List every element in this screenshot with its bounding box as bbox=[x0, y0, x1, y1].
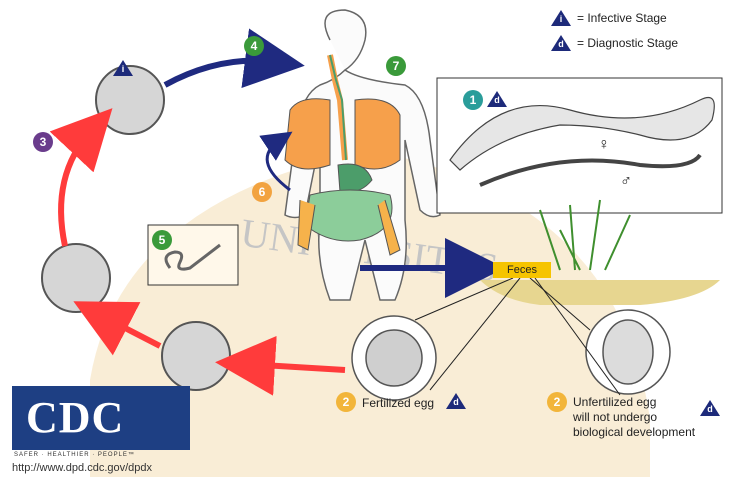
unfertilized-diagnostic-icon: d bbox=[700, 400, 720, 416]
unfertilized-line-3: biological development bbox=[573, 425, 695, 439]
fertilized-egg bbox=[366, 330, 422, 386]
source-url[interactable]: http://www.dpd.cdc.gov/dpdx bbox=[12, 462, 152, 474]
unfertilized-egg bbox=[603, 320, 653, 384]
step-2-unfertilized-badge: 2 bbox=[547, 392, 567, 412]
cdc-tagline: SAFER · HEALTHIER · PEOPLE™ bbox=[14, 452, 135, 458]
step-3-badge: 3 bbox=[33, 132, 53, 152]
step-2-fertilized-badge: 2 bbox=[336, 392, 356, 412]
development-arrow-3 bbox=[61, 130, 92, 246]
step-7-badge: 7 bbox=[386, 56, 406, 76]
male-symbol: ♂ bbox=[620, 172, 632, 191]
female-symbol: ♀ bbox=[598, 135, 610, 154]
left-lung bbox=[285, 99, 330, 169]
fertilized-diagnostic-icon: d bbox=[446, 393, 466, 409]
unfertilized-line-1: Unfertilized egg bbox=[573, 395, 656, 409]
right-lung bbox=[355, 99, 400, 169]
step-4-badge: 4 bbox=[244, 36, 264, 56]
legend-diagnostic: d = Diagnostic Stage bbox=[551, 35, 678, 51]
infective-triangle-icon: i bbox=[551, 10, 571, 26]
feces-label: Feces bbox=[493, 262, 551, 278]
infective-stage-icon: i bbox=[113, 60, 133, 76]
step-5-badge: 5 bbox=[152, 230, 172, 250]
embryonated-egg bbox=[42, 244, 110, 312]
ingestion-arrow bbox=[165, 61, 275, 85]
two-cell-egg bbox=[162, 322, 230, 390]
diagnostic-triangle-icon: d bbox=[551, 35, 571, 51]
embryonated-egg-infective bbox=[96, 66, 164, 134]
unfertilized-line-2: will not undergo bbox=[573, 410, 657, 424]
legend-infective: i = Infective Stage bbox=[551, 10, 667, 26]
step-1-diagnostic-icon: d bbox=[487, 91, 507, 107]
step-6-badge: 6 bbox=[252, 182, 272, 202]
fertilized-egg-label: Fertilized egg bbox=[362, 396, 434, 410]
cdc-logo: CDC bbox=[12, 386, 190, 450]
step-1-badge: 1 bbox=[463, 90, 483, 110]
